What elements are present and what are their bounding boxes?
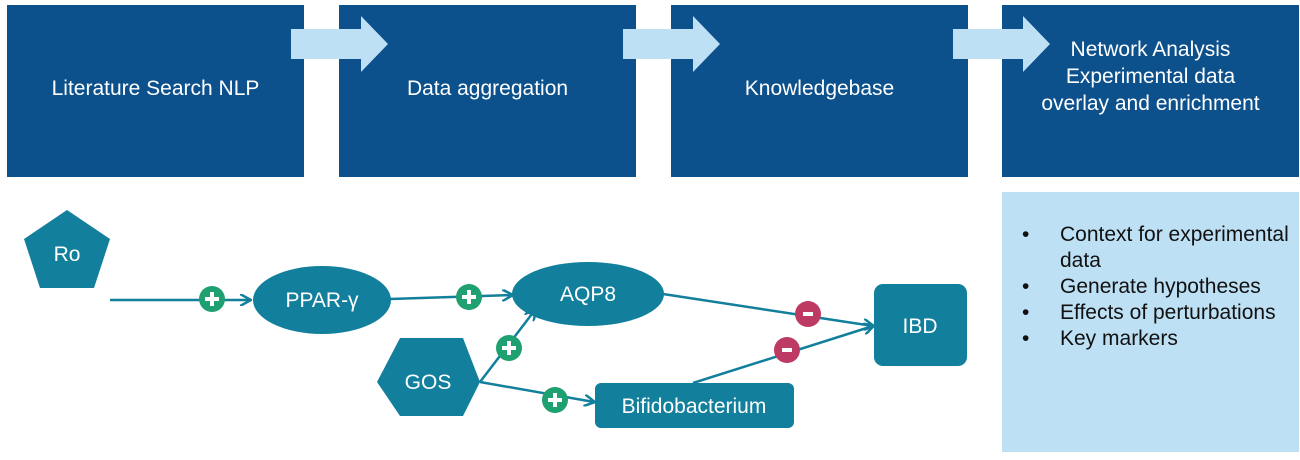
- bullet-item: Effects of perturbations: [1022, 300, 1299, 326]
- positive-sign-icon: [456, 284, 482, 310]
- right-arrow-icon: [291, 16, 388, 72]
- bullet-item: Key markers: [1022, 326, 1299, 352]
- right-arrow-icon: [953, 16, 1050, 72]
- negative-sign-icon: [774, 337, 800, 363]
- edge-aqp8-ibd: [662, 292, 873, 326]
- node-aqp8[interactable]: AQP8: [512, 262, 664, 326]
- bullet-item: Context for experimental data: [1022, 222, 1299, 274]
- insights-box: Context for experimental data Generate h…: [1002, 192, 1299, 452]
- step-label: Literature Search NLP: [51, 77, 260, 100]
- edge-gos-bifido: [479, 380, 594, 402]
- node-label: GOS: [405, 371, 452, 394]
- node-label: IBD: [902, 315, 937, 338]
- node-ppar-gamma[interactable]: PPAR-γ: [253, 266, 391, 334]
- step-label-line: Network Analysis: [1070, 37, 1231, 61]
- step-label: Data aggregation: [406, 77, 569, 100]
- step-label-line: Experimental data: [1065, 64, 1236, 88]
- node-label: AQP8: [560, 283, 616, 306]
- step-label: Knowledgebase: [744, 77, 895, 100]
- node-label: Ro: [54, 243, 81, 266]
- node-gos[interactable]: GOS: [377, 338, 480, 416]
- positive-sign-icon: [199, 286, 225, 312]
- node-ro[interactable]: Ro: [24, 210, 110, 288]
- pipeline-step-literature-search: Literature Search NLP: [7, 5, 304, 177]
- node-label: PPAR-γ: [285, 289, 359, 312]
- edge-ppar-aqp8: [389, 295, 512, 299]
- negative-sign-icon: [795, 301, 821, 327]
- positive-sign-icon: [496, 335, 522, 361]
- node-ibd[interactable]: IBD: [874, 284, 967, 366]
- pipeline-step-knowledgebase: Knowledgebase: [671, 5, 968, 177]
- bullet-item: Generate hypotheses: [1022, 274, 1299, 300]
- pipeline-step-data-aggregation: Data aggregation: [339, 5, 636, 177]
- pipeline-step-network-analysis: Network Analysis Experimental data overl…: [1002, 5, 1299, 177]
- network-diagram: Ro PPAR-γ AQP8 GOS Bifidobacterium IBD: [24, 210, 967, 428]
- positive-sign-icon: [542, 387, 568, 413]
- step-label-line: overlay and enrichment: [1041, 91, 1260, 115]
- node-label: Bifidobacterium: [622, 395, 767, 418]
- right-arrow-icon: [623, 16, 720, 72]
- node-bifidobacterium[interactable]: Bifidobacterium: [595, 383, 794, 428]
